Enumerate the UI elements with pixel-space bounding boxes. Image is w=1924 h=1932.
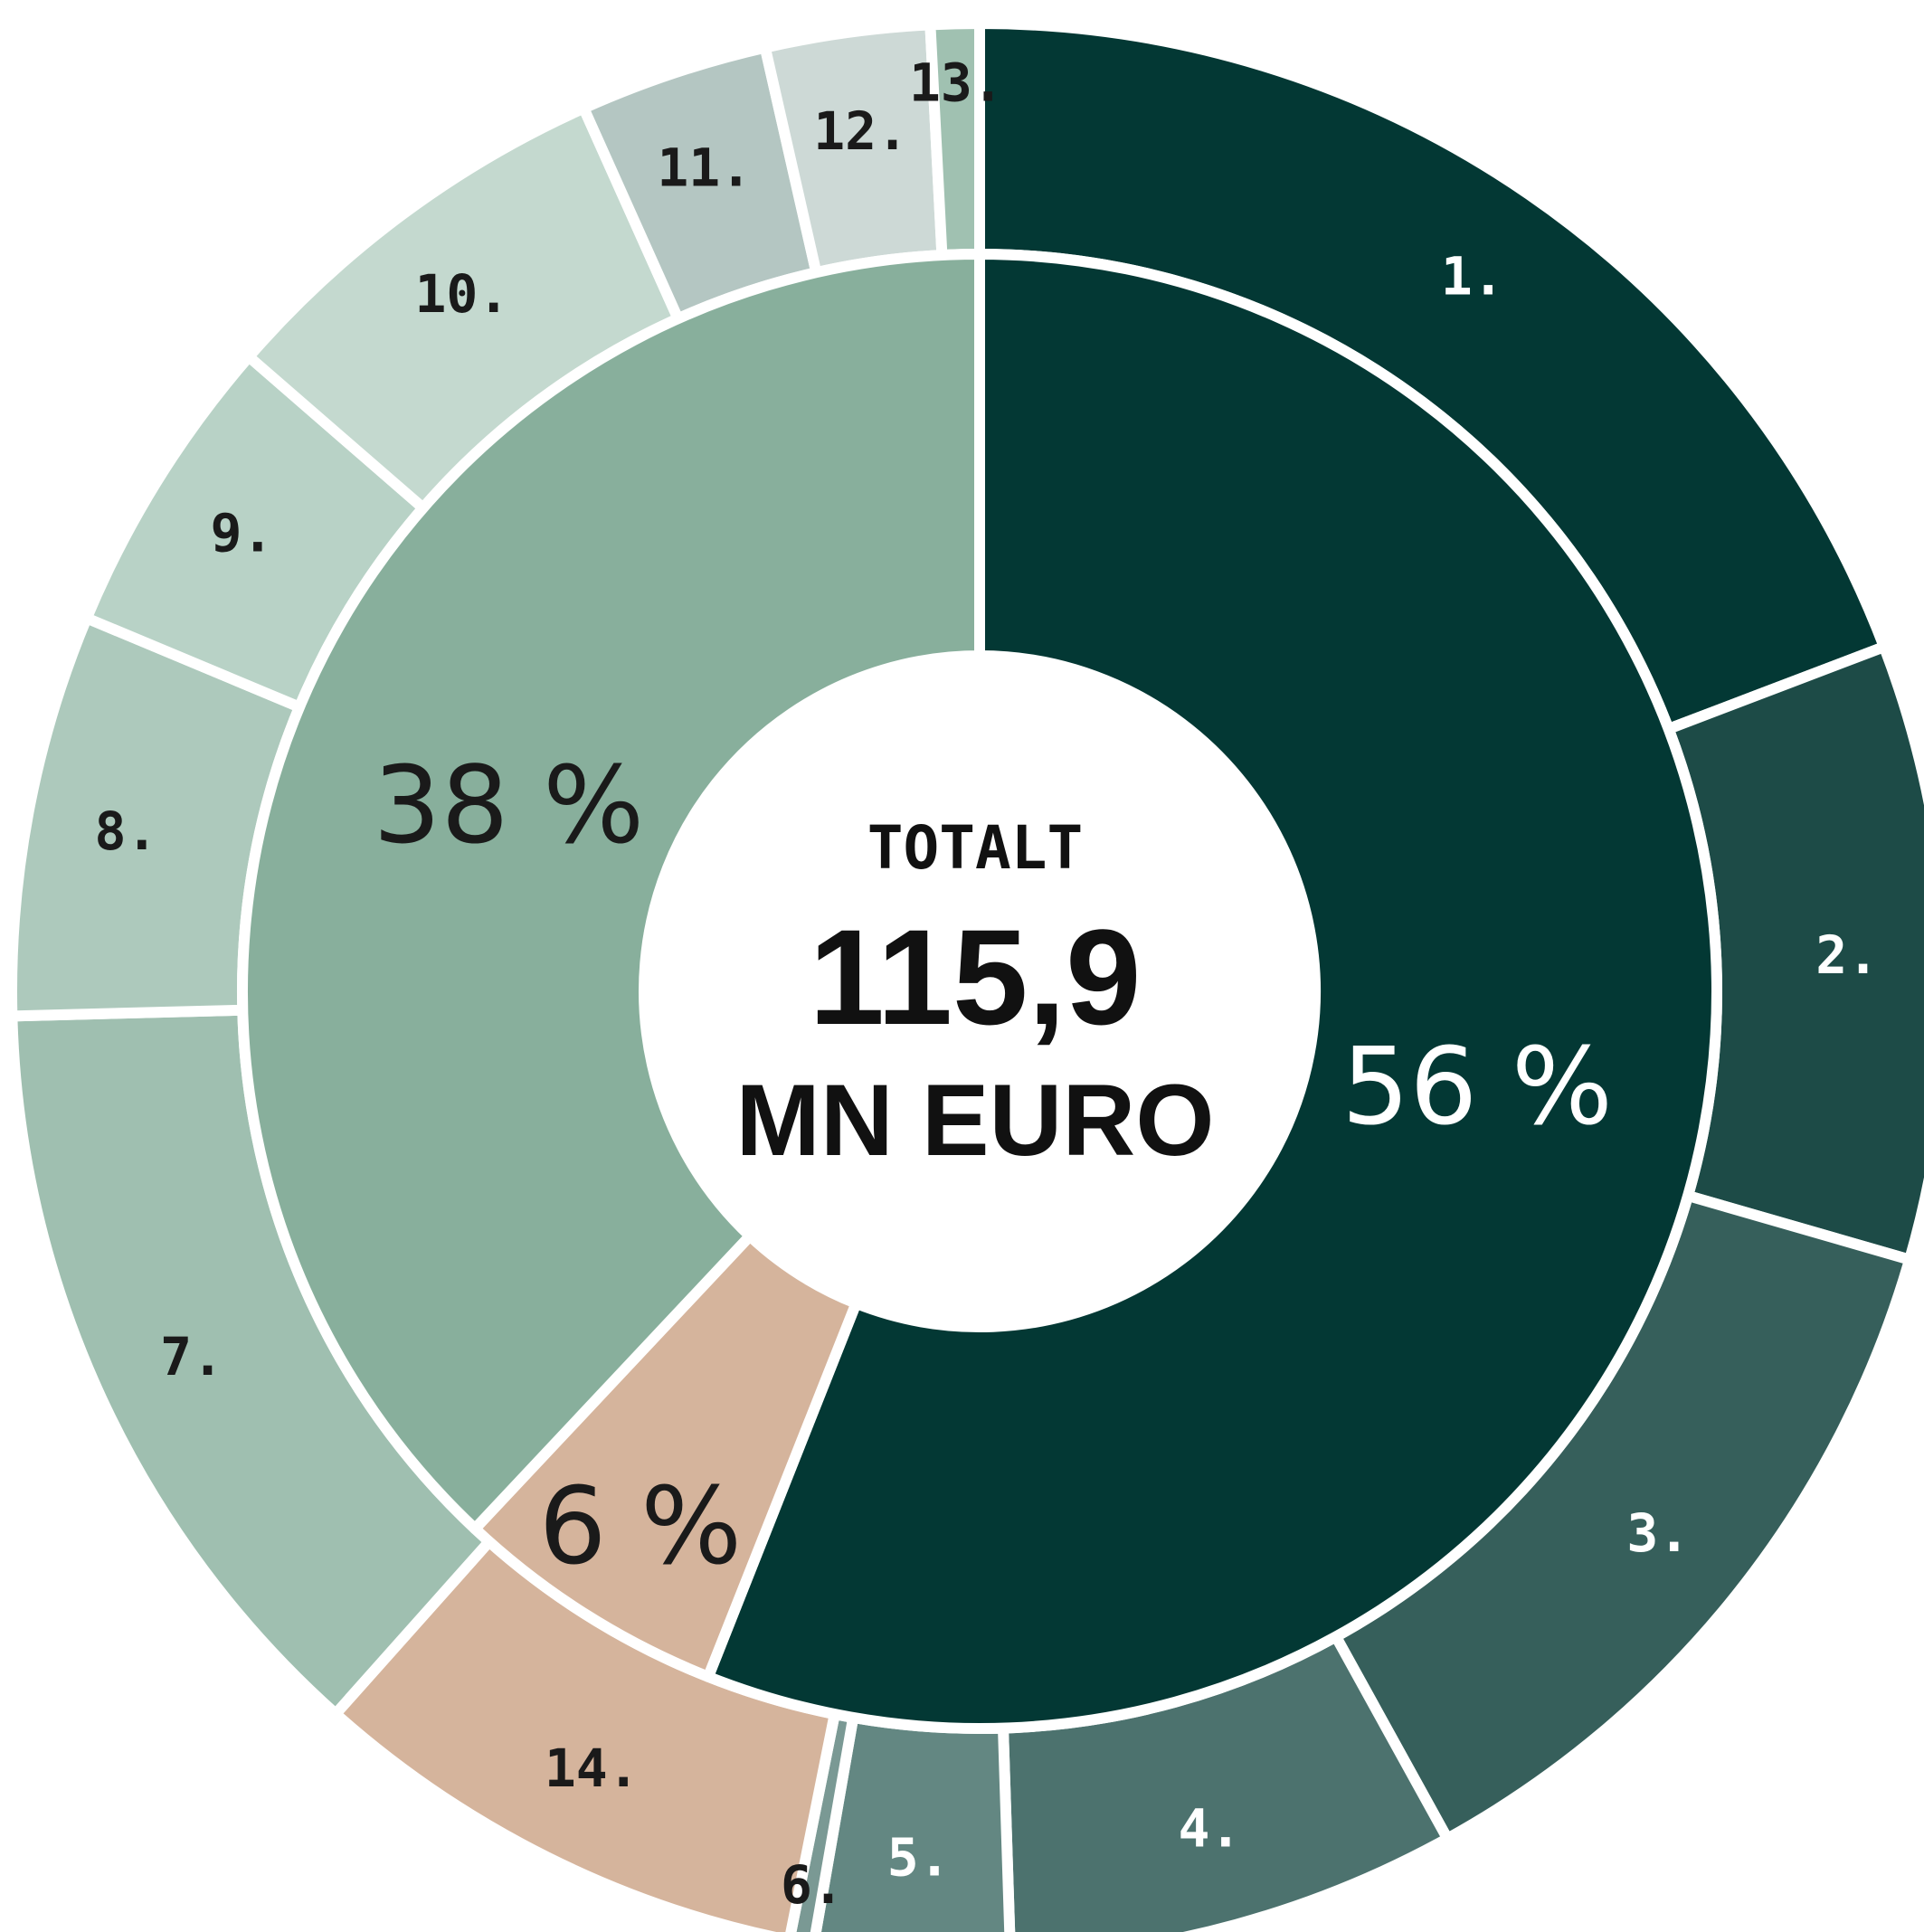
inner-label-6: 6 %	[539, 1463, 743, 1588]
center-total-value: 115,9	[809, 901, 1141, 1053]
outer-label-13: 13.	[909, 52, 1004, 113]
outer-label-5: 5.	[887, 1827, 951, 1889]
segment-labels: 1. 2. 3. 4. 5. 6. 14. 7. 8. 9. 10. 11. 12.13. 56 % 6 %…	[94, 52, 1879, 1915]
outer-label-7: 7.	[160, 1326, 223, 1387]
outer-label-12: 12.	[813, 100, 908, 162]
inner-segment-38	[237, 249, 985, 1535]
outer-label-2: 2.	[1815, 924, 1879, 986]
outer-label-4: 4.	[1178, 1798, 1241, 1860]
center-unit: MN EURO	[736, 1064, 1215, 1177]
outer-label-1: 1.	[1441, 246, 1504, 308]
outer-label-14: 14.	[545, 1738, 640, 1799]
outer-label-10: 10.	[414, 263, 509, 325]
outer-label-8: 8.	[94, 800, 157, 862]
outer-label-9: 9.	[210, 503, 273, 564]
outer-label-11: 11.	[657, 137, 752, 198]
outer-ring	[6, 18, 1924, 1932]
inner-label-56: 56 %	[1341, 1024, 1613, 1149]
outer-label-6: 6.	[781, 1854, 844, 1916]
center-hole	[644, 656, 1315, 1327]
inner-ring	[237, 249, 1722, 1734]
outer-label-3: 3.	[1626, 1502, 1690, 1564]
inner-label-38: 38 %	[373, 743, 644, 867]
center-title: TOTALT	[867, 813, 1083, 883]
